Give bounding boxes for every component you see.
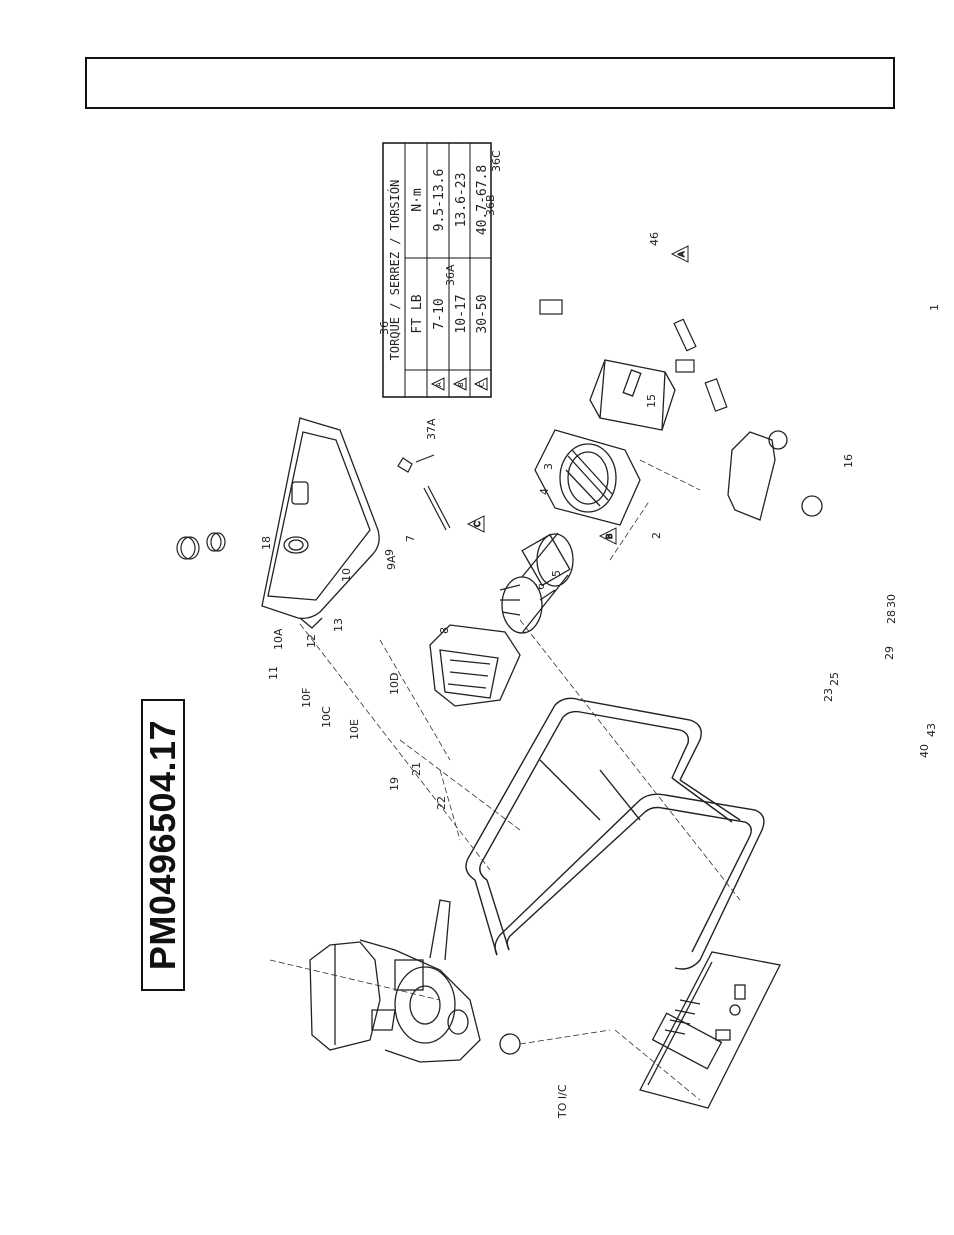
part-label-15: 15 bbox=[645, 394, 658, 408]
torque-table: TORQUE / SERREZ / TORSIÓN FT LB N·m A 7-… bbox=[382, 142, 492, 398]
torque-col-nm: N·m bbox=[410, 188, 425, 212]
part-label-10e: 10E bbox=[348, 719, 361, 740]
part-label-43: 43 bbox=[925, 723, 938, 737]
capacitor-brush bbox=[539, 299, 728, 412]
callout-triangle-c-label: C bbox=[473, 521, 482, 527]
callout-triangle-a: A bbox=[670, 245, 689, 263]
engine bbox=[309, 899, 481, 1063]
torque-row-c: C 30-50 40.7-67.8 bbox=[473, 165, 490, 391]
torque-row-b-ftlb: 10-17 bbox=[454, 294, 469, 333]
header-box bbox=[85, 57, 895, 109]
model-number-box: PM0496504.17 bbox=[141, 699, 185, 991]
torque-row-c-ftlb: 30-50 bbox=[475, 294, 490, 333]
part-label-30: 30 bbox=[885, 594, 898, 608]
torque-row-c-symbol: C bbox=[478, 382, 486, 387]
part-label-40: 40 bbox=[918, 744, 931, 758]
end-bell-control-box bbox=[589, 359, 676, 431]
part-label-13: 13 bbox=[332, 618, 345, 632]
part-label-19: 19 bbox=[388, 777, 401, 791]
part-label-4: 4 bbox=[538, 488, 551, 495]
part-label-1: 1 bbox=[928, 304, 941, 311]
part-label-28: 28 bbox=[885, 610, 898, 624]
callout-triangle-a-label: A bbox=[677, 251, 686, 257]
part-label-10: 10 bbox=[340, 568, 353, 582]
torque-table-title: TORQUE / SERREZ / TORSIÓN bbox=[387, 180, 402, 361]
part-label-10a: 10A bbox=[272, 628, 285, 650]
part-label-46: 46 bbox=[648, 232, 661, 246]
fuel-tank bbox=[261, 417, 380, 629]
fuel-valve bbox=[397, 454, 451, 531]
leader-lines bbox=[269, 459, 741, 1101]
part-label-6: 6 bbox=[534, 583, 547, 590]
torque-row-b-symbol: B bbox=[457, 382, 465, 387]
torque-row-b-nm: 13.6-23 bbox=[454, 173, 469, 228]
part-label-23: 23 bbox=[822, 688, 835, 702]
part-label-11: 11 bbox=[267, 666, 280, 680]
stator bbox=[534, 429, 641, 526]
torque-row-b: B 10-17 13.6-23 bbox=[452, 173, 469, 391]
fuel-cap bbox=[176, 532, 226, 560]
part-label-22: 22 bbox=[435, 796, 448, 810]
callout-triangle-b-label: B bbox=[605, 534, 614, 540]
part-label-18: 18 bbox=[260, 536, 273, 550]
part-label-10f: 10F bbox=[300, 688, 313, 708]
torque-col-ftlb: FT LB bbox=[410, 294, 425, 333]
part-label-16: 16 bbox=[842, 454, 855, 468]
rotor bbox=[499, 532, 574, 634]
alternator-adapter bbox=[429, 624, 521, 707]
part-label-2: 2 bbox=[650, 532, 663, 539]
to-ic-note: TO I/C bbox=[556, 1084, 569, 1119]
part-label-36: 36 bbox=[378, 321, 391, 335]
callout-triangle-b: B bbox=[598, 527, 617, 545]
part-label-12: 12 bbox=[305, 634, 318, 648]
frame bbox=[465, 697, 765, 970]
part-label-10c: 10C bbox=[320, 706, 333, 728]
part-label-9: 9 bbox=[383, 549, 396, 556]
part-label-21: 21 bbox=[410, 762, 423, 776]
part-labels: 1234567899A1010A10C10D10E10F111213151617… bbox=[260, 150, 941, 810]
part-label-36b: 36B bbox=[484, 194, 497, 216]
part-label-3: 3 bbox=[542, 463, 555, 470]
torque-row-a: A 7-10 9.5-13.6 bbox=[430, 169, 447, 391]
part-label-25: 25 bbox=[828, 672, 841, 686]
torque-row-c-nm: 40.7-67.8 bbox=[475, 165, 490, 235]
torque-row-a-symbol: A bbox=[435, 382, 443, 387]
part-label-5: 5 bbox=[550, 570, 563, 577]
part-label-7: 7 bbox=[404, 535, 417, 542]
control-panel bbox=[639, 951, 781, 1109]
part-label-8: 8 bbox=[438, 627, 451, 634]
part-label-10d: 10D bbox=[388, 673, 401, 695]
part-label-36c: 36C bbox=[490, 150, 503, 172]
callout-triangle-c: C bbox=[466, 515, 485, 533]
part-label-9a: 9A bbox=[385, 555, 398, 570]
part-label-29: 29 bbox=[883, 646, 896, 660]
part-label-36a: 36A bbox=[444, 264, 457, 286]
torque-row-a-ftlb: 7-10 bbox=[432, 298, 447, 329]
torque-row-a-nm: 9.5-13.6 bbox=[432, 169, 447, 232]
part-label-37a: 37A bbox=[425, 418, 438, 440]
